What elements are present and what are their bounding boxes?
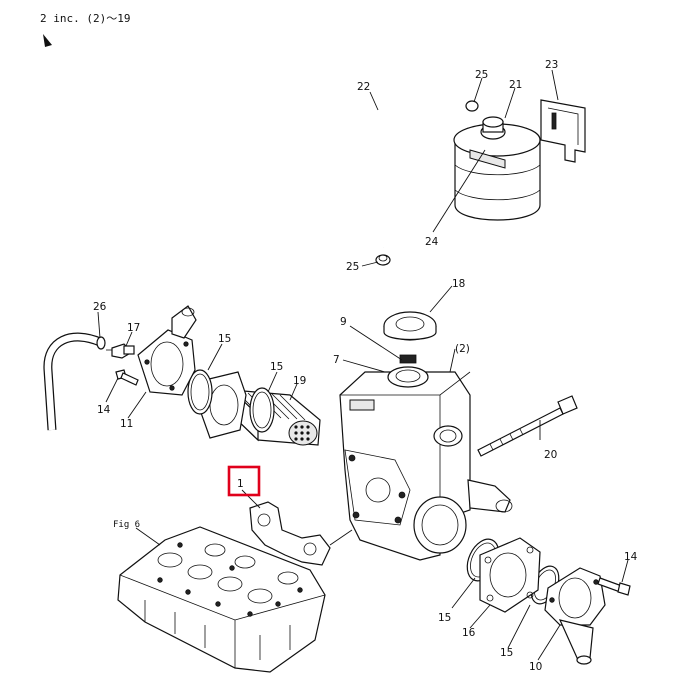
callout-15-a: 15	[218, 333, 231, 345]
callout-15-d: 15	[500, 647, 513, 659]
callout-15-c: 15	[438, 612, 451, 624]
water-pump-cover-10[interactable]	[544, 567, 606, 665]
callout-17: 17	[127, 322, 140, 334]
callout-14-left: 14	[97, 404, 111, 416]
cylinder-head[interactable]	[117, 526, 326, 673]
hose-22[interactable]	[365, 97, 471, 249]
callout-14-right: 14	[624, 551, 638, 563]
bolt-14-right[interactable]	[597, 577, 631, 596]
pointer-arrow-icon	[43, 34, 52, 47]
callout-9: 9	[340, 316, 347, 328]
callout-26: 26	[93, 301, 107, 313]
water-flange-body-2[interactable]	[339, 354, 513, 561]
callout-7: 7	[333, 354, 340, 366]
callout-11: 11	[120, 418, 133, 430]
callout-22: 22	[357, 81, 370, 93]
gasket-16[interactable]	[479, 537, 541, 613]
callout-2: (2)	[455, 343, 470, 355]
o-ring-15-a[interactable]	[187, 369, 213, 415]
callout-21: 21	[509, 79, 522, 91]
clamp-25-bottom[interactable]	[375, 254, 391, 266]
callout-16: 16	[462, 627, 476, 639]
radiator-cap-18[interactable]	[383, 311, 437, 341]
bolt-14-left[interactable]	[115, 369, 139, 386]
callout-20: 20	[544, 449, 557, 461]
callout-10: 10	[529, 661, 542, 673]
gasket-1[interactable]	[249, 501, 331, 566]
callout-25-bottom: 25	[346, 261, 359, 273]
hose-26[interactable]	[43, 332, 106, 431]
clamp-25-top[interactable]	[465, 100, 479, 112]
callout-1: 1	[237, 478, 244, 490]
sensor-17[interactable]	[106, 343, 135, 359]
leader-lines	[97, 69, 629, 661]
callout-19: 19	[293, 375, 306, 387]
thermostat-cover-11[interactable]	[137, 305, 197, 396]
highlight-box	[227, 465, 261, 497]
callout-23: 23	[545, 59, 558, 71]
callout-18: 18	[452, 278, 465, 290]
callout-24: 24	[425, 236, 439, 248]
bracket-23[interactable]	[540, 99, 586, 163]
o-ring-15-b[interactable]	[249, 387, 275, 433]
callout-25-top: 25	[475, 69, 488, 81]
fig-6-ref: Fig 6	[113, 520, 140, 530]
callout-labels: 22 25 21 23 24 25 18 9 7 (2) 20 26 17 14…	[93, 59, 638, 673]
page-header: 2 inc. (2)～19	[40, 12, 131, 25]
callout-15-b: 15	[270, 361, 283, 373]
tank-cap-24[interactable]	[480, 116, 506, 140]
reserve-tank-21[interactable]	[453, 123, 541, 221]
bolt-20[interactable]	[477, 395, 578, 457]
